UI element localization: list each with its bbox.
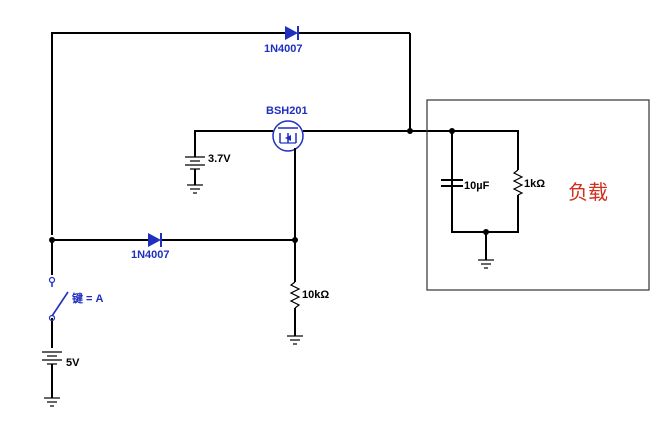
junction-dot <box>407 128 413 134</box>
resistor-load: 1kΩ <box>512 169 545 196</box>
load-box-label: 负载 <box>568 181 608 204</box>
diode-top-body <box>285 26 298 40</box>
junction-dot <box>483 229 489 235</box>
ground-load <box>478 259 494 269</box>
switch-blade <box>51 291 69 317</box>
diode-mid-body <box>148 233 161 247</box>
capacitor-label: 10µF <box>464 180 490 192</box>
resistor-load-zigzag <box>512 169 524 196</box>
mosfet-circle <box>272 120 304 152</box>
load-box: 负载 <box>426 99 650 291</box>
junction-dot <box>49 237 55 243</box>
switch-contact-top <box>48 276 56 284</box>
junction-dot <box>292 237 298 243</box>
diode-mid-label: 1N4007 <box>131 249 170 261</box>
mosfet-arrow <box>285 135 291 141</box>
diode-mid: 1N4007 <box>131 233 170 261</box>
wires <box>51 32 519 348</box>
switch: 键 = A <box>48 276 104 322</box>
junctions <box>49 128 489 243</box>
diode-top-label: 1N4007 <box>264 43 303 55</box>
wire-load-top <box>486 130 519 170</box>
wire-gate-battery <box>194 130 270 157</box>
wire-left-top <box>51 32 285 235</box>
mosfet: BSH201 <box>266 105 308 152</box>
mosfet-label: BSH201 <box>266 105 308 117</box>
junction-dot <box>449 128 455 134</box>
load-box-border <box>426 99 650 291</box>
battery-gate-label: 3.7V <box>208 153 231 165</box>
switch-label: 键 = A <box>71 291 104 305</box>
resistor-pulldown: 10kΩ <box>287 281 329 345</box>
resistor-pulldown-label: 10kΩ <box>302 289 329 301</box>
capacitor-load: 10µF <box>441 179 490 232</box>
battery-main-label: 5V <box>66 357 80 369</box>
resistor-load-label: 1kΩ <box>524 178 545 190</box>
resistor-pulldown-zigzag <box>289 281 301 309</box>
battery-main: 5V <box>42 351 80 407</box>
battery-gate: 3.7V <box>185 153 231 194</box>
diode-top: 1N4007 <box>264 26 303 55</box>
